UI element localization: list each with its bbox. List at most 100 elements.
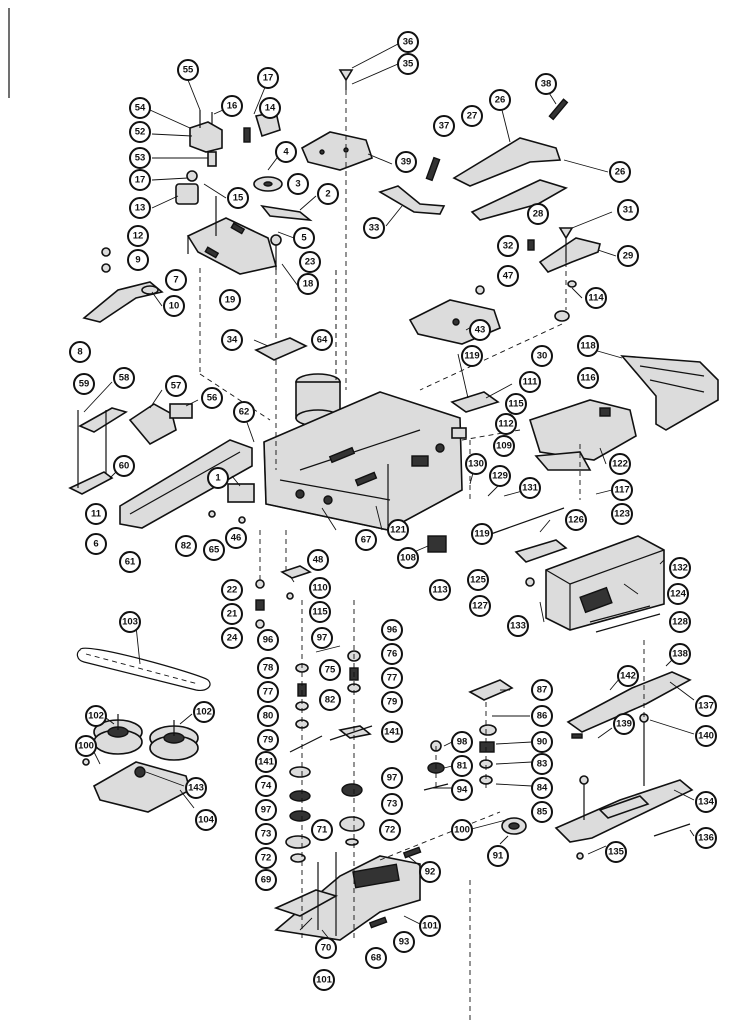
callout-74: 74 xyxy=(255,775,277,797)
svg-text:94: 94 xyxy=(457,785,468,796)
callout-22: 22 xyxy=(221,579,243,601)
svg-text:141: 141 xyxy=(384,727,401,738)
callout-31: 31 xyxy=(617,199,639,221)
callout-102b: 102 xyxy=(193,701,215,723)
svg-text:16: 16 xyxy=(227,101,238,112)
svg-text:48: 48 xyxy=(313,555,324,566)
svg-text:5: 5 xyxy=(301,233,307,244)
callout-115: 115 xyxy=(505,393,527,415)
callout-55: 55 xyxy=(177,59,199,81)
callout-23: 23 xyxy=(299,251,321,273)
callout-129: 129 xyxy=(489,465,511,487)
callout-61: 61 xyxy=(119,551,141,573)
callout-91: 91 xyxy=(487,845,509,867)
svg-text:122: 122 xyxy=(612,459,628,470)
svg-text:77: 77 xyxy=(263,687,274,698)
svg-text:83: 83 xyxy=(537,759,548,770)
svg-text:56: 56 xyxy=(207,393,218,404)
callout-103: 103 xyxy=(119,611,141,633)
svg-text:102: 102 xyxy=(196,707,212,718)
svg-text:69: 69 xyxy=(261,875,272,886)
callout-127: 127 xyxy=(469,595,491,617)
callout-121: 121 xyxy=(387,519,409,541)
callout-141b: 141 xyxy=(381,721,403,743)
callout-26: 26 xyxy=(489,89,511,111)
svg-text:21: 21 xyxy=(227,609,238,620)
svg-text:58: 58 xyxy=(119,373,130,384)
svg-text:115: 115 xyxy=(312,607,328,618)
svg-text:59: 59 xyxy=(79,379,90,390)
svg-text:96: 96 xyxy=(387,625,398,636)
svg-text:134: 134 xyxy=(698,797,715,808)
svg-text:119: 119 xyxy=(474,529,489,540)
svg-text:8: 8 xyxy=(77,347,82,358)
callout-80: 80 xyxy=(257,705,279,727)
callout-48: 48 xyxy=(307,549,329,571)
callout-82b: 82 xyxy=(319,689,341,711)
callout-18: 18 xyxy=(297,273,319,295)
callout-116: 116 xyxy=(577,367,599,389)
callout-111: 111 xyxy=(519,371,541,393)
svg-text:123: 123 xyxy=(614,509,630,520)
svg-text:81: 81 xyxy=(457,761,468,772)
svg-text:47: 47 xyxy=(503,271,514,282)
callout-94: 94 xyxy=(451,779,473,801)
callout-108: 108 xyxy=(397,547,419,569)
callout-70: 70 xyxy=(315,937,337,959)
svg-text:6: 6 xyxy=(93,539,98,550)
callout-100b: 100 xyxy=(451,819,473,841)
svg-text:26: 26 xyxy=(495,95,506,106)
svg-text:70: 70 xyxy=(321,943,332,954)
svg-text:72: 72 xyxy=(385,825,396,836)
svg-text:79: 79 xyxy=(263,735,274,746)
callout-30: 30 xyxy=(531,345,553,367)
callout-79: 79 xyxy=(257,729,279,751)
callout-5: 5 xyxy=(293,227,315,249)
svg-text:33: 33 xyxy=(369,223,380,234)
svg-text:100: 100 xyxy=(78,741,94,752)
svg-text:115: 115 xyxy=(508,399,524,410)
callout-115b: 115 xyxy=(309,601,331,623)
svg-text:67: 67 xyxy=(361,535,372,546)
svg-text:133: 133 xyxy=(510,621,526,632)
main-chassis xyxy=(68,337,463,531)
callout-2: 2 xyxy=(317,183,339,205)
svg-text:82: 82 xyxy=(325,695,336,706)
callout-102: 102 xyxy=(85,705,107,727)
svg-text:86: 86 xyxy=(537,711,548,722)
svg-text:92: 92 xyxy=(425,867,436,878)
callout-134: 134 xyxy=(695,791,717,813)
svg-text:128: 128 xyxy=(672,617,688,628)
callout-12: 12 xyxy=(127,225,149,247)
callout-128: 128 xyxy=(669,611,691,633)
callout-136: 136 xyxy=(695,827,717,849)
callout-119: 119 xyxy=(461,345,483,367)
callouts: 36 35 55 17 14 16 54 52 53 17 13 15 4 3 … xyxy=(69,31,717,991)
svg-text:22: 22 xyxy=(227,585,238,596)
svg-text:32: 32 xyxy=(503,241,514,252)
callout-84: 84 xyxy=(531,777,553,799)
callout-4: 4 xyxy=(275,141,297,163)
callout-123: 123 xyxy=(611,503,633,525)
callout-37: 37 xyxy=(433,115,455,137)
callout-90: 90 xyxy=(531,731,553,753)
svg-text:3: 3 xyxy=(295,179,300,190)
svg-text:26: 26 xyxy=(615,167,626,178)
callout-139: 139 xyxy=(613,713,635,735)
svg-text:78: 78 xyxy=(263,663,274,674)
svg-text:118: 118 xyxy=(580,341,595,352)
callout-71: 71 xyxy=(311,819,333,841)
callout-77: 77 xyxy=(257,681,279,703)
svg-text:140: 140 xyxy=(698,731,714,742)
svg-text:55: 55 xyxy=(183,65,194,76)
svg-text:18: 18 xyxy=(303,279,314,290)
callout-29: 29 xyxy=(617,245,639,267)
leader-lines xyxy=(83,43,695,941)
callout-27: 27 xyxy=(461,105,483,127)
center-drive-assembly xyxy=(255,565,527,941)
svg-text:29: 29 xyxy=(623,251,634,262)
callout-78: 78 xyxy=(257,657,279,679)
svg-text:129: 129 xyxy=(492,471,508,482)
callout-53: 53 xyxy=(129,147,151,169)
callout-43: 43 xyxy=(469,319,491,341)
